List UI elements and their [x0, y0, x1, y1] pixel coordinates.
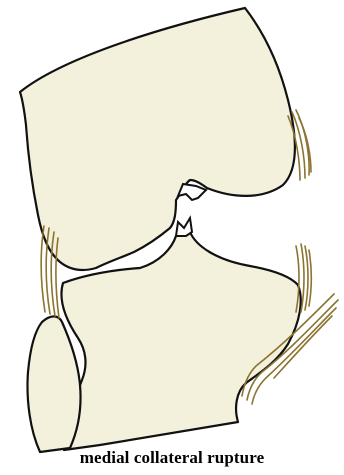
- femur: [20, 8, 295, 270]
- medial-ligament-rupture-ends: [296, 244, 311, 312]
- intercondylar-notch: [178, 184, 206, 200]
- tibial-spine: [176, 218, 192, 236]
- fibula: [28, 316, 81, 452]
- figure-caption: medial collateral rupture: [0, 448, 344, 468]
